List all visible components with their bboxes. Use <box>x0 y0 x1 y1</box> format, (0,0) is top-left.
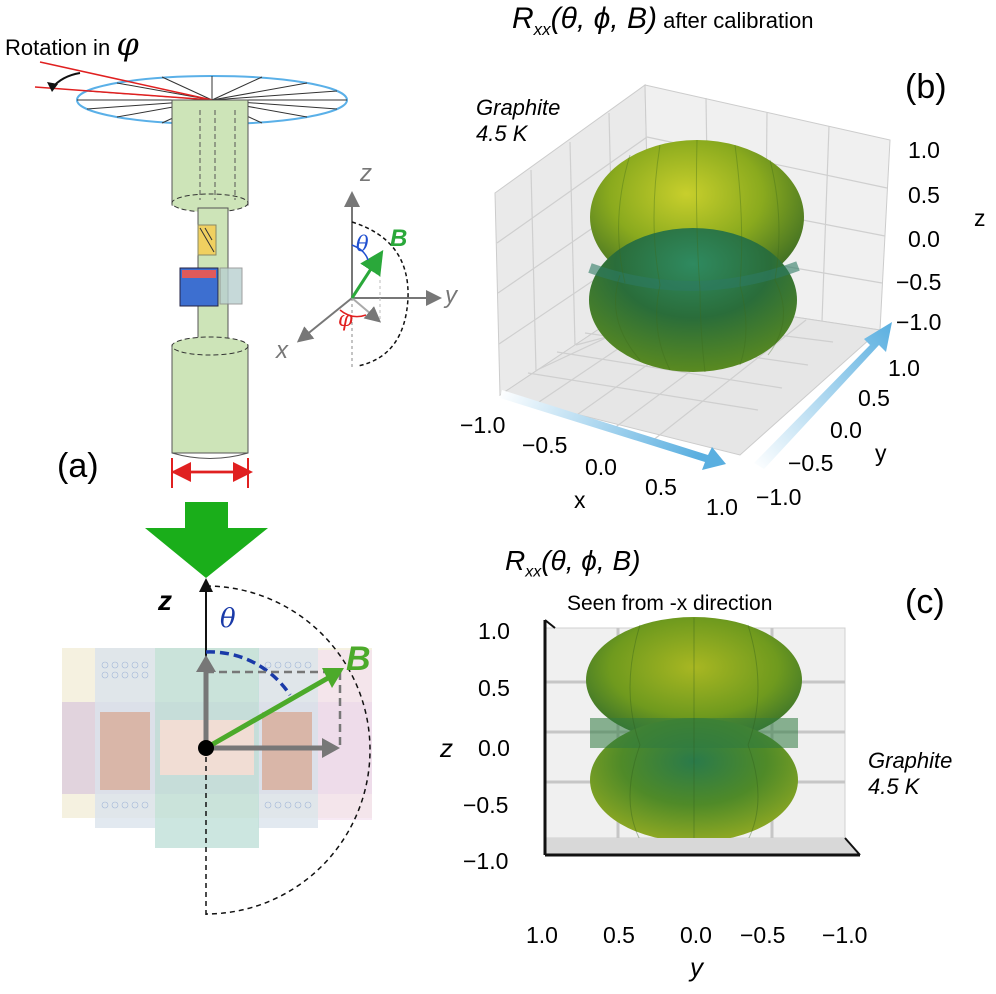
small-z-label: z <box>360 160 372 187</box>
rotation-label: Rotation in φ <box>5 25 139 63</box>
b-y-tick: −0.5 <box>788 450 834 476</box>
panel-c-sample-name: Graphite <box>868 748 953 773</box>
panel-b-title-sub: xx <box>533 20 551 39</box>
lower-lobe-c-surface <box>590 718 798 842</box>
small-axes <box>296 191 442 370</box>
big-B-vector <box>204 675 330 751</box>
c-y-tick: 1.0 <box>526 922 558 948</box>
panel-c-title-sub: xx <box>525 563 542 581</box>
small-x-label: x <box>276 337 288 364</box>
panel-a-label: (a) <box>57 447 99 485</box>
c-z-axis-label: z <box>440 733 453 763</box>
origin-dot <box>198 740 214 756</box>
c-y-tick: 0.5 <box>603 922 635 948</box>
panel-b-label: (b) <box>905 68 947 106</box>
big-z-label: z <box>158 585 172 616</box>
b-x-tick: 1.0 <box>706 494 738 520</box>
big-theta-label: θ <box>220 604 236 634</box>
panel-b-sample-temp: 4.5 K <box>476 121 528 146</box>
c-z-tick: −1.0 <box>463 848 509 874</box>
theta-arc <box>205 650 292 696</box>
panel-c-title-symbol: R <box>505 545 526 576</box>
b-z-tick: 0.0 <box>908 226 940 252</box>
panel-c-subtitle: Seen from -x direction <box>567 592 773 615</box>
b-y-tick: 0.5 <box>858 385 890 411</box>
b-x-tick: 0.5 <box>645 474 677 500</box>
panel-b-title-symbol: R <box>512 2 534 35</box>
big-arc <box>205 585 371 915</box>
small-y-label: y <box>445 282 457 309</box>
b-z-tick: 0.5 <box>908 182 940 208</box>
b-z-tick: −0.5 <box>896 269 942 295</box>
panel-c-label: (c) <box>905 583 945 621</box>
panel-c-title-args: (θ, ϕ, B) <box>541 545 641 576</box>
c-y-tick: 0.0 <box>680 922 712 948</box>
small-phi-label: φ <box>338 307 353 331</box>
big-B-label: B <box>346 640 371 678</box>
small-B-label: B <box>390 225 408 252</box>
panel-b-title-args: (θ, ϕ, B) <box>550 2 657 35</box>
c-y-tick: −1.0 <box>822 922 868 948</box>
panel-c-view <box>543 617 861 857</box>
c-z-tick: 0.5 <box>478 675 510 701</box>
panel-b-title-suffix: after calibration <box>656 8 814 33</box>
c-y-tick: −0.5 <box>740 922 786 948</box>
panel-a-rotator <box>34 61 442 915</box>
c-z-tick: 0.0 <box>478 735 510 761</box>
b-y-tick: 0.0 <box>830 417 862 443</box>
b-y-axis-label: y <box>875 440 887 466</box>
panel-c-sample: Graphite 4.5 K <box>868 748 952 800</box>
small-theta-label: θ <box>356 232 369 256</box>
big-down-arrow-icon <box>145 502 268 578</box>
panel-b-sample-name: Graphite <box>476 95 561 120</box>
panel-b-title: Rxx(θ, ϕ, B) after calibration <box>512 2 814 40</box>
upper-lobe-c-surface <box>586 617 802 743</box>
panel-c-sample-temp: 4.5 K <box>868 774 920 799</box>
b-x-axis-label: x <box>574 487 586 513</box>
floor-c <box>545 838 860 855</box>
c-z-tick: −0.5 <box>463 792 509 818</box>
b-y-tick: 1.0 <box>888 355 920 381</box>
probe-lower-cylinder <box>171 344 249 454</box>
panel-b-3d-plot <box>494 84 892 470</box>
b-z-tick: −1.0 <box>896 309 942 335</box>
panel-c-title: Rxx(θ, ϕ, B) <box>505 545 640 582</box>
rotation-text: Rotation in <box>5 35 111 60</box>
device-schematic <box>62 648 372 848</box>
x-direction-arrow <box>500 390 726 470</box>
b-z-tick: 1.0 <box>908 137 940 163</box>
c-z-tick: 1.0 <box>478 618 510 644</box>
b-z-axis-label: z <box>974 205 986 231</box>
c-y-axis-label: y <box>690 952 703 982</box>
b-x-tick: −1.0 <box>460 412 506 438</box>
rotation-angle-line-2 <box>34 86 213 101</box>
lower-lobe-surface <box>589 228 797 372</box>
panel-b-sample: Graphite 4.5 K <box>476 95 560 147</box>
probe-upper-cylinder <box>171 99 249 206</box>
b-x-tick: −0.5 <box>522 432 568 458</box>
b-y-tick: −1.0 <box>756 484 802 510</box>
rotation-phi: φ <box>116 25 139 63</box>
rotation-angle-line-1 <box>39 61 213 101</box>
b-x-tick: 0.0 <box>585 454 617 480</box>
y-direction-arrow <box>754 322 892 469</box>
